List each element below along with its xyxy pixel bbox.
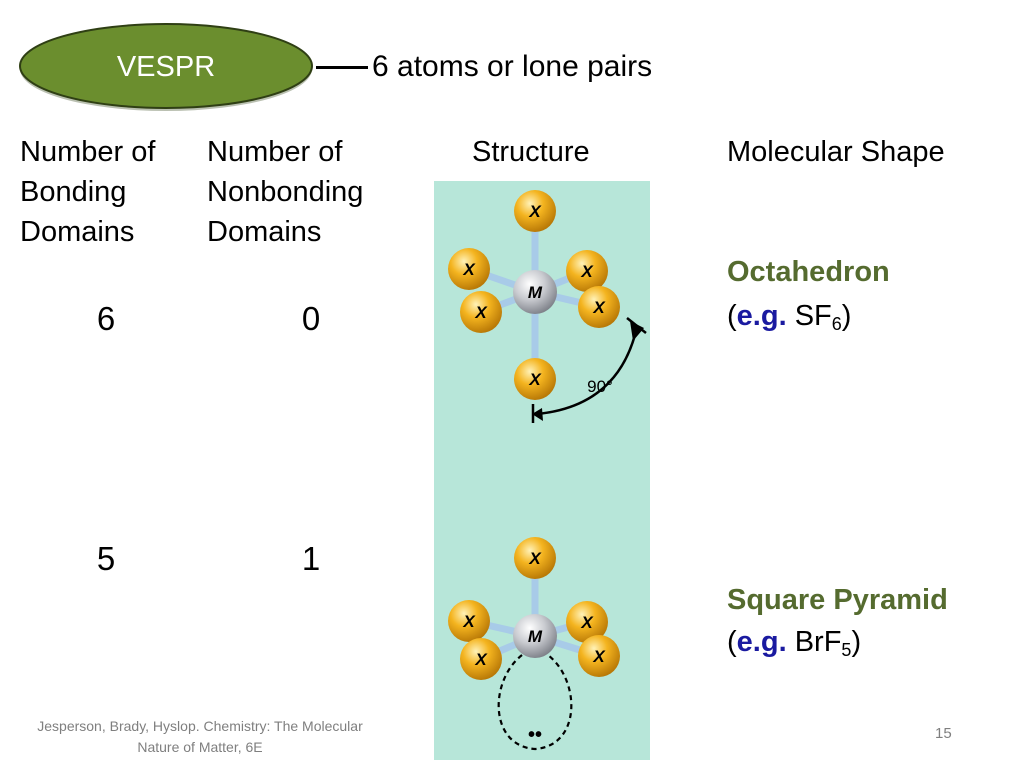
row2-example-label: e.g.: [736, 626, 787, 658]
octahedron-molecule: X X X M X X X 90°: [448, 190, 647, 423]
header-structure: Structure: [472, 136, 590, 168]
svg-text:X: X: [528, 202, 542, 221]
row2-bonding-count: 5: [96, 540, 116, 577]
svg-text:X: X: [462, 260, 476, 279]
slide-subtitle: 6 atoms or lone pairs: [372, 50, 653, 83]
svg-text:X: X: [528, 549, 542, 568]
structure-panel: X X X M X X X 90°: [434, 181, 650, 760]
header-bonding-domains: Number of Bonding Domains: [20, 136, 156, 248]
svg-text:X: X: [580, 262, 594, 281]
svg-text:X: X: [474, 303, 488, 322]
ligand-atom-icon: X: [514, 190, 556, 232]
header-molecular-shape: Molecular Shape: [727, 136, 945, 168]
row1-nonbonding-count: 0: [301, 300, 321, 337]
ligand-atom-icon: X: [514, 358, 556, 400]
svg-text:X: X: [580, 613, 594, 632]
svg-text:X: X: [592, 647, 606, 666]
ligand-atom-icon: X: [514, 537, 556, 579]
arrowhead-icon: [532, 408, 543, 421]
ligand-atom-icon: X: [448, 600, 490, 642]
row2-formula-subscript: 5: [841, 640, 852, 660]
svg-text:X: X: [474, 650, 488, 669]
lone-pair-dots: ••: [528, 724, 542, 746]
row2-formula: BrF: [794, 626, 842, 658]
ligand-atom-icon: X: [566, 250, 608, 292]
angle-label: 90°: [587, 377, 613, 396]
ligand-atom-icon: X: [578, 286, 620, 328]
citation-footer: Jesperson, Brady, Hyslop. Chemistry: The…: [37, 718, 363, 755]
ligand-atom-icon: X: [566, 601, 608, 643]
svg-text:M: M: [528, 283, 543, 302]
vespr-badge: VESPR: [19, 23, 313, 111]
ligand-atom-icon: X: [448, 248, 490, 290]
row2-nonbonding-count: 1: [301, 540, 321, 577]
row2-shape-example: (e.g. BrF5): [727, 626, 862, 660]
row2-shape-name: Square Pyramid: [727, 584, 948, 616]
structure-diagrams: X X X M X X X 90°: [448, 190, 647, 751]
row1-formula: SF: [794, 300, 832, 332]
row1-bonding-count: 6: [96, 300, 116, 337]
square-pyramid-molecule: X X X M X X ••: [448, 537, 620, 751]
ligand-atom-icon: X: [578, 635, 620, 677]
row1-example-label: e.g.: [736, 300, 787, 332]
row1-shape-name: Octahedron: [727, 256, 890, 288]
svg-text:X: X: [528, 370, 542, 389]
ligand-atom-icon: X: [460, 291, 502, 333]
row1-shape-example: (e.g. SF6): [727, 300, 852, 334]
ligand-atom-icon: X: [460, 638, 502, 680]
central-atom-icon: M: [513, 614, 557, 658]
svg-text:X: X: [462, 612, 476, 631]
slide-number: 15: [935, 725, 952, 742]
central-atom-icon: M: [513, 270, 557, 314]
row1-formula-subscript: 6: [831, 314, 842, 334]
lone-pair-lobe-icon: [497, 654, 573, 751]
arrowhead-icon: [630, 321, 644, 341]
vespr-badge-label: VESPR: [117, 51, 215, 83]
badge-connector-line: [316, 66, 368, 69]
svg-text:X: X: [592, 298, 606, 317]
header-nonbonding-domains: Number of Nonbonding Domains: [207, 136, 364, 248]
svg-text:M: M: [528, 627, 543, 646]
